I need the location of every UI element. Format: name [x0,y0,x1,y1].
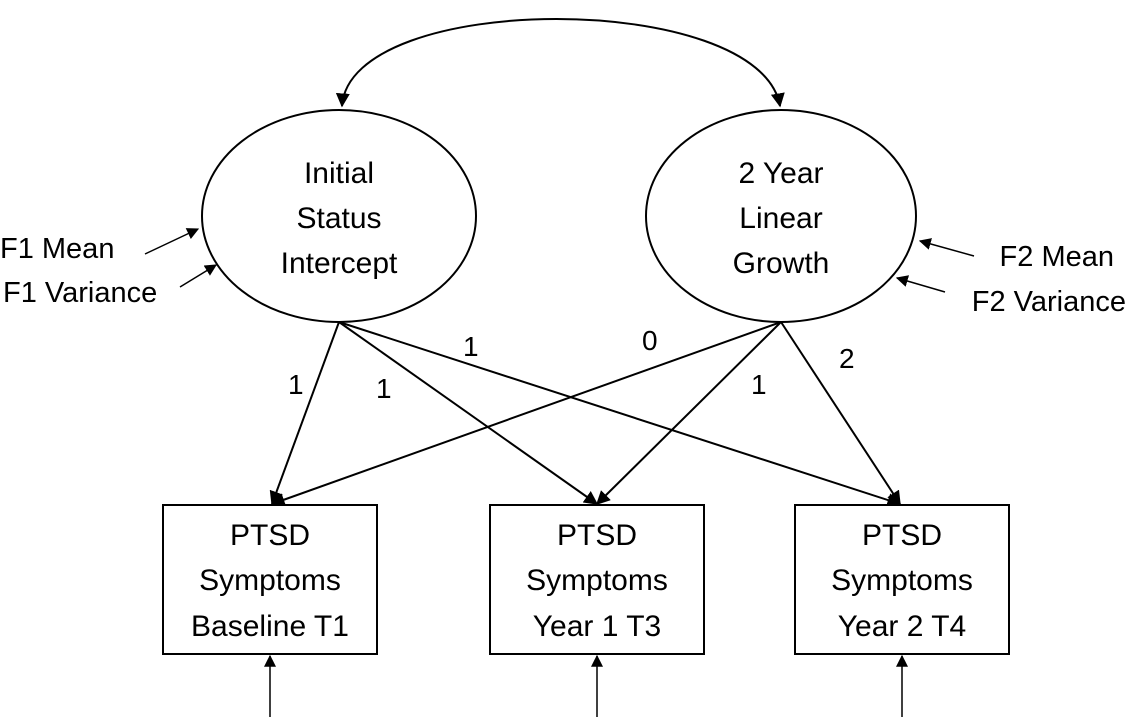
indicator-t3-line-2: Symptoms [526,564,668,597]
f1-variance-label: F1 Variance [3,277,157,309]
factor-slope: 2 Year Linear Growth [645,109,917,323]
factor-intercept-line-1: Initial [304,157,374,190]
loading-intercept-t3: 1 [376,373,392,404]
loading-intercept-t4: 1 [463,331,479,362]
loading-slope-t3: 1 [751,369,767,400]
factor-slope-line-2: Linear [739,202,822,235]
indicator-t3-line-3: Year 1 T3 [533,610,661,643]
factor-intercept-line-3: Intercept [281,247,398,280]
indicator-t4-line-2: Symptoms [831,564,973,597]
f1-mean-arrow [144,228,200,255]
indicator-t3: PTSD Symptoms Year 1 T3 [489,504,705,655]
indicator-t1-line-3: Baseline T1 [191,610,349,643]
f2-variance-arrow [895,275,946,293]
indicator-t1: PTSD Symptoms Baseline T1 [162,504,378,655]
f2-variance-label: F2 Variance [972,286,1126,318]
f2-mean-arrow [918,238,975,257]
path-slope-t1 [270,321,782,507]
indicator-t4-line-3: Year 2 T4 [838,610,966,643]
path-slope-t3 [596,321,782,505]
factor-intercept: Initial Status Intercept [201,109,477,323]
factor-slope-line-3: Growth [733,247,830,280]
indicator-t3-line-1: PTSD [557,519,637,552]
f1-variance-arrow [179,264,218,288]
f1-mean-label: F1 Mean [0,233,114,265]
indicator-t1-line-1: PTSD [230,519,310,552]
loading-intercept-t1: 1 [288,369,304,400]
factor-slope-line-1: 2 Year [738,157,823,190]
path-intercept-t1 [269,321,340,506]
indicator-t4-line-1: PTSD [862,519,942,552]
indicator-t1-line-2: Symptoms [199,564,341,597]
loading-slope-t1: 0 [642,325,658,356]
f2-mean-label: F2 Mean [1000,241,1114,273]
path-slope-t4 [780,321,901,506]
path-intercept-t4 [338,321,902,507]
factor-covariance-arrow [335,18,785,108]
loading-slope-t4: 2 [839,343,855,374]
path-intercept-t3 [338,321,599,505]
indicator-t4: PTSD Symptoms Year 2 T4 [794,504,1010,655]
factor-intercept-line-2: Status [296,202,381,235]
